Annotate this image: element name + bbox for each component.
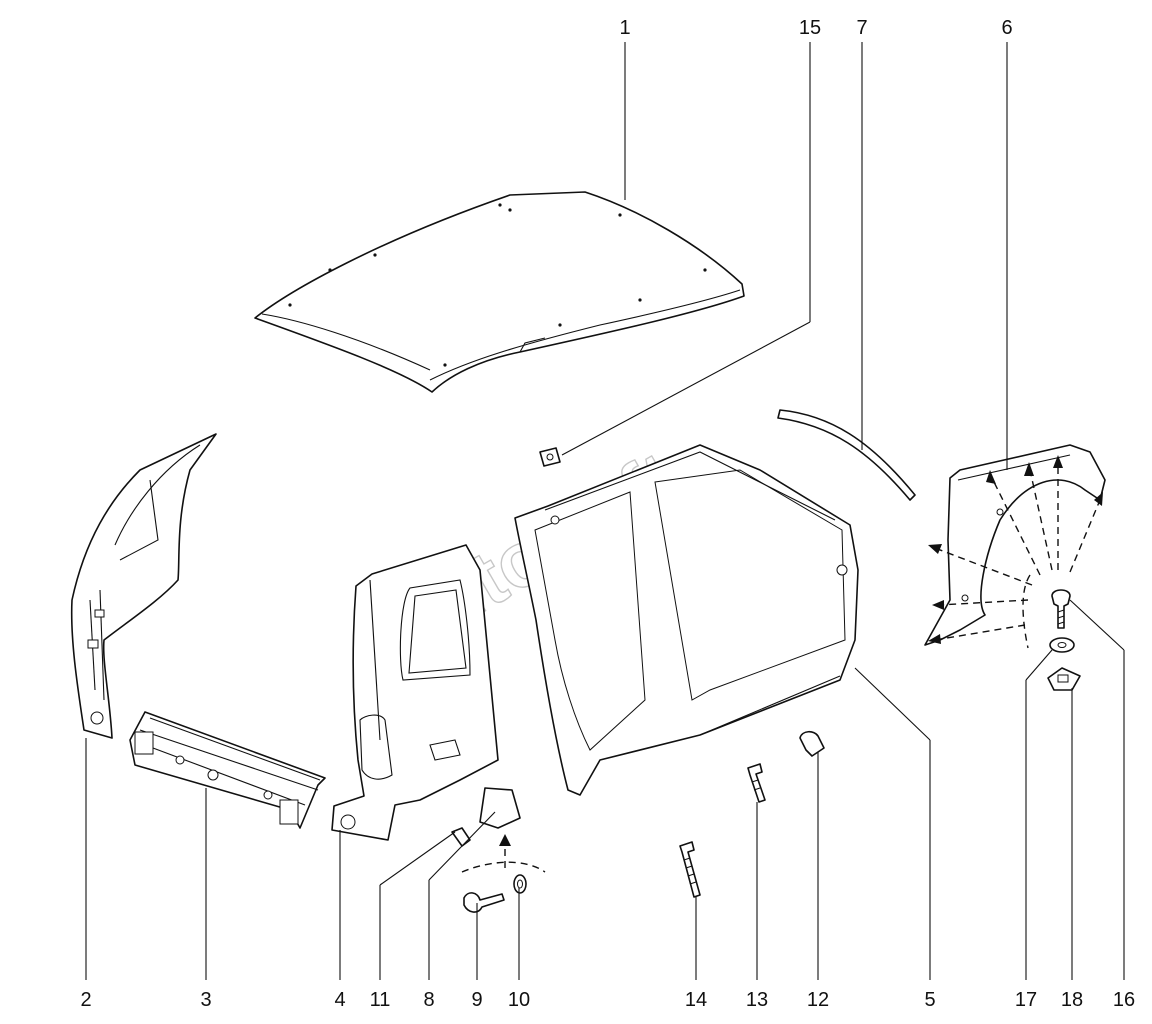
callout-13: 13 [746,989,768,1011]
bolt-16-part [1051,589,1071,629]
callout-18: 18 [1061,989,1083,1011]
washer-10-part [513,874,527,894]
callout-3: 3 [200,989,211,1011]
leader-lines [85,42,1125,980]
stud-14-part [679,841,701,898]
callout-15: 15 [799,17,821,39]
clip-nut-18-part [1047,667,1081,691]
cross-member-part [129,711,326,829]
callout-2: 2 [80,989,91,1011]
callout-17: 17 [1015,989,1037,1011]
front-wing-part [924,444,1106,646]
drip-moulding-part [777,409,916,501]
washer-17-part [1049,637,1075,653]
callout-5: 5 [924,989,935,1011]
bump-stop-part [451,827,471,847]
callout-14: 14 [685,989,707,1011]
roof-panel [254,191,745,393]
rear-quarter-panel-part [331,544,499,841]
callout-12: 12 [807,989,829,1011]
plug-12-part [799,730,825,757]
fuel-flap-part [479,787,521,829]
callout-7: 7 [856,17,867,39]
body-side-frame-part [514,444,859,796]
stud-13-part [747,763,766,803]
front-inner-pillar-part [70,433,217,739]
screw-9-part [463,892,505,913]
callout-labels: 1 15 7 6 2 3 4 11 8 9 10 14 13 12 5 17 1… [80,17,1135,1011]
clip-15-part [539,447,561,467]
callout-10: 10 [508,989,530,1011]
callout-11: 11 [370,989,391,1011]
wing-fixing-arrows [928,455,1103,649]
callout-8: 8 [423,989,434,1011]
callout-6: 6 [1001,17,1012,39]
callout-4: 4 [334,989,345,1011]
callout-16: 16 [1113,989,1135,1011]
callout-1: 1 [619,17,630,39]
callout-9: 9 [471,989,482,1011]
